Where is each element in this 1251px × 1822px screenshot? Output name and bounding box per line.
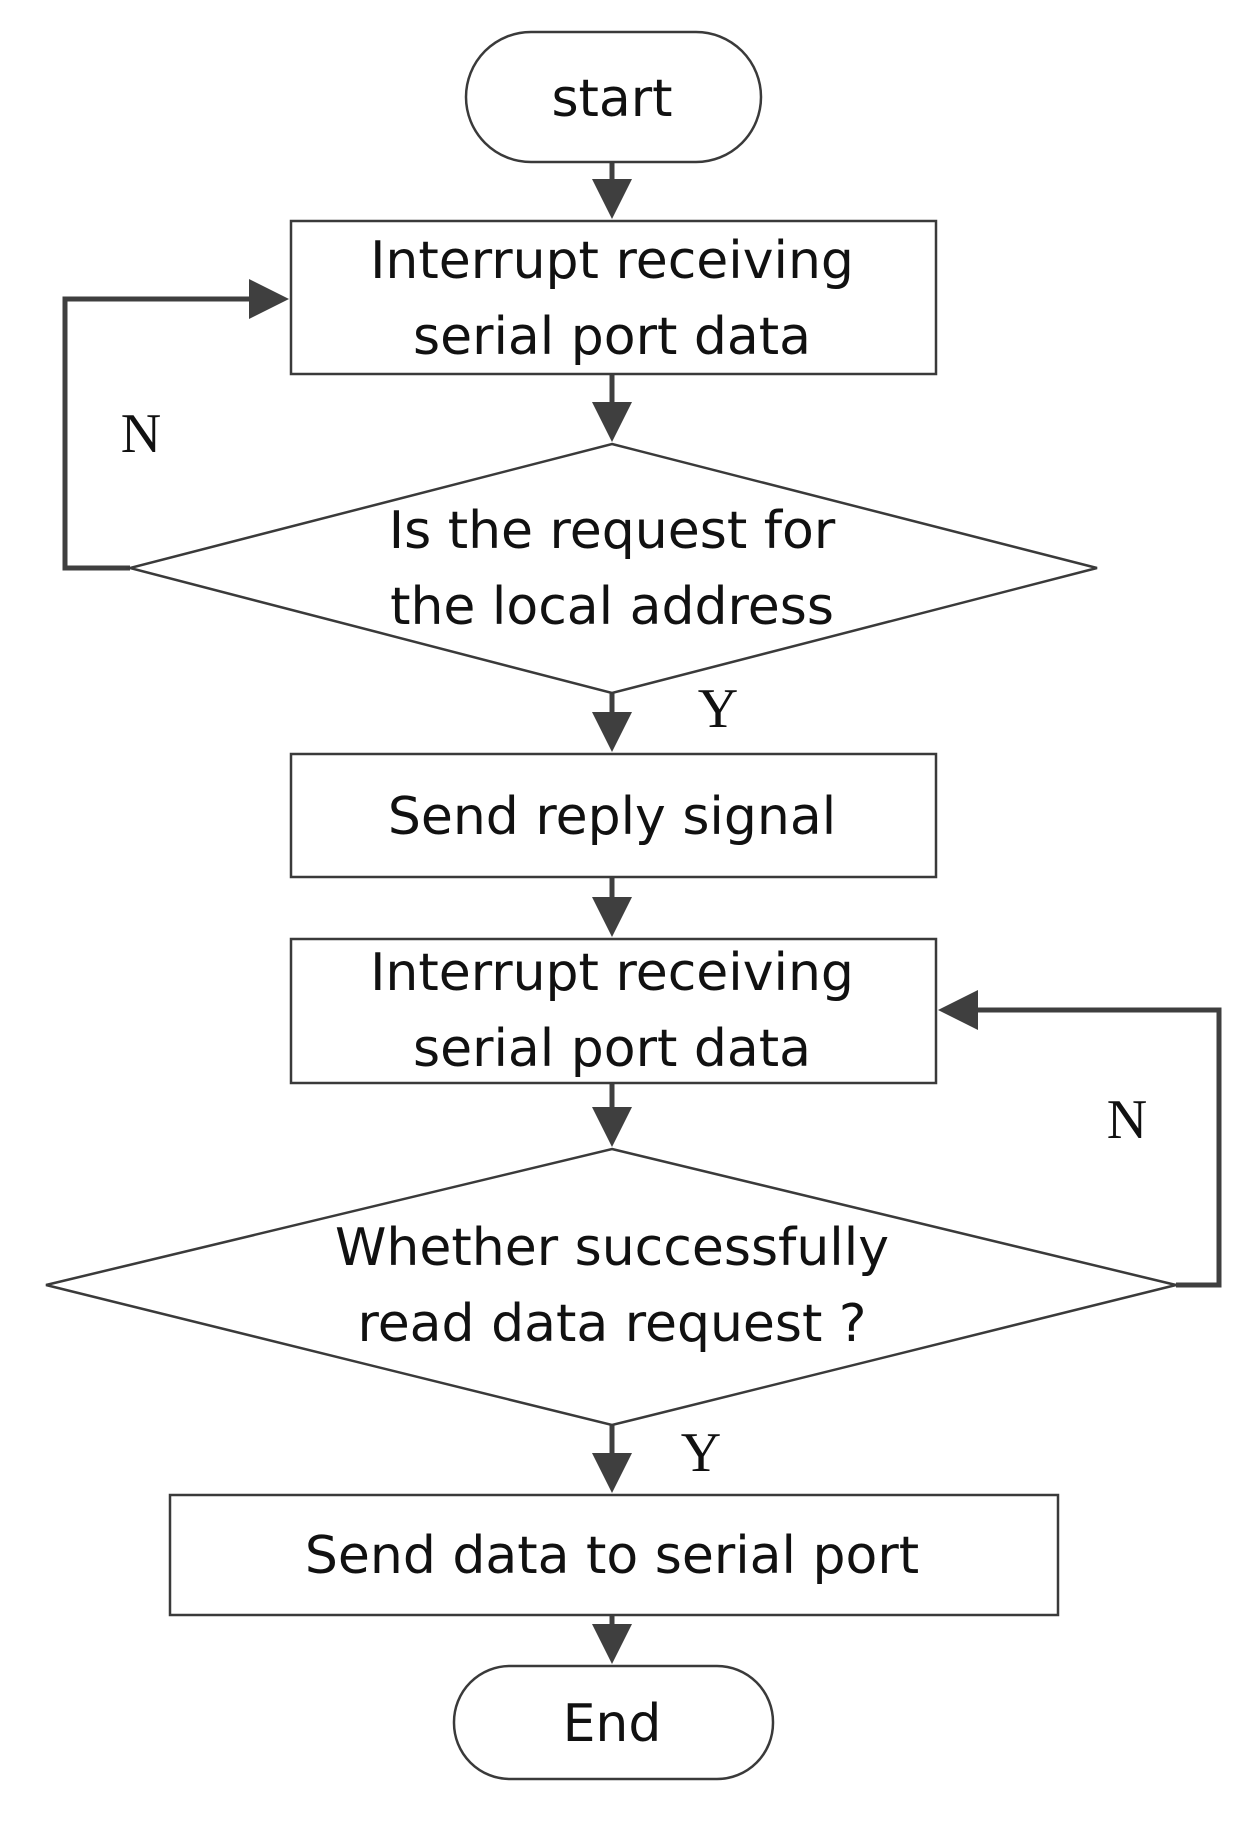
- decision2-line-1: Whether successfully: [335, 1218, 889, 1278]
- decision1-no-label: N: [121, 403, 161, 465]
- end-label: End: [563, 1694, 662, 1754]
- reply-label: Send reply signal: [388, 787, 836, 847]
- decision1-yes-label: Y: [698, 678, 738, 740]
- start-node: start: [464, 30, 763, 164]
- end-node: End: [452, 1664, 775, 1781]
- arrow-decision2-no-loop: [938, 990, 1222, 1288]
- arrow-decision1-no-loop: [62, 279, 289, 571]
- receive-data-box-2: Interrupt receiving serial port data: [289, 937, 938, 1085]
- decision2-no-label: N: [1107, 1089, 1147, 1151]
- decision1-line-1: Is the request for: [389, 501, 836, 561]
- receive1-line-1: Interrupt receiving: [370, 231, 854, 291]
- send-data-box: Send data to serial port: [168, 1493, 1060, 1617]
- receive2-line-1: Interrupt receiving: [370, 943, 854, 1003]
- send-reply-box: Send reply signal: [289, 752, 938, 879]
- decision1-line-2: the local address: [390, 577, 834, 637]
- receive2-line-2: serial port data: [413, 1019, 811, 1079]
- receive-data-box-1: Interrupt receiving serial port data: [289, 219, 938, 376]
- receive1-line-2: serial port data: [413, 307, 811, 367]
- start-label: start: [551, 69, 672, 129]
- decision-read-success: Whether successfully read data request ?: [45, 1147, 1177, 1427]
- decision2-line-2: read data request ?: [357, 1294, 866, 1354]
- decision-local-address: Is the request for the local address: [125, 442, 1098, 695]
- connectors: [62, 162, 1222, 1664]
- send-label: Send data to serial port: [305, 1526, 919, 1586]
- decision2-yes-label: Y: [681, 1422, 721, 1484]
